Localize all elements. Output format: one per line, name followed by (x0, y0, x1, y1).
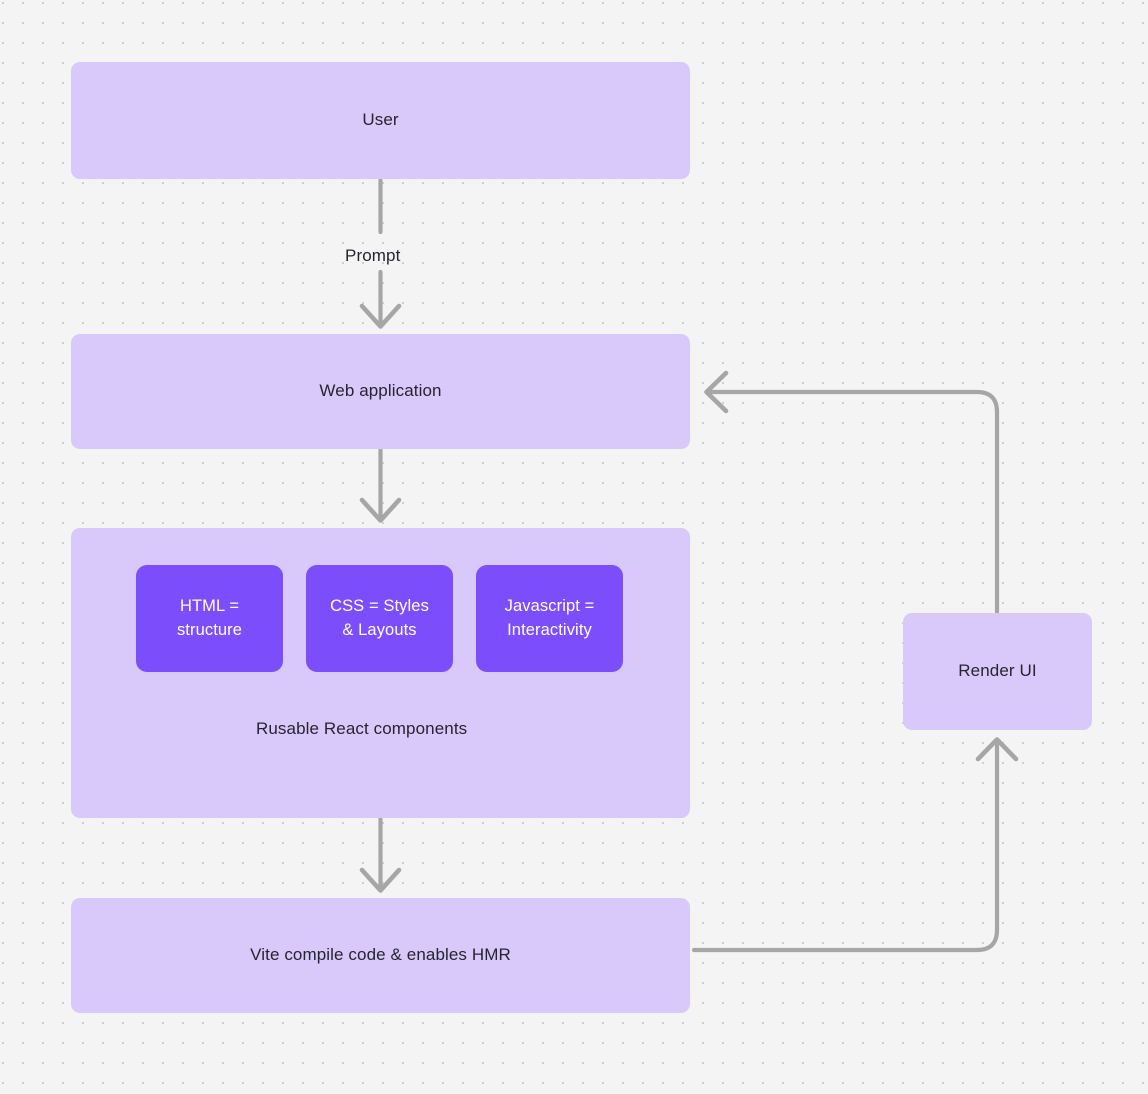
node-css-label: CSS = Styles & Layouts (330, 595, 429, 642)
node-user-label: User (362, 110, 399, 130)
node-web-application[interactable]: Web application (71, 334, 690, 449)
node-css-label-line1: CSS = Styles (330, 597, 429, 616)
node-components-group-label: Rusable React components (256, 719, 468, 738)
node-javascript-label-line1: Javascript = (504, 597, 595, 616)
node-web-application-label: Web application (319, 381, 442, 401)
edge-vite-to-render (691, 737, 1019, 953)
node-javascript-label: Javascript = Interactivity (505, 595, 595, 642)
node-css[interactable]: CSS = Styles & Layouts (306, 565, 453, 672)
node-html-label-line1: HTML = (179, 597, 240, 616)
node-vite[interactable]: Vite compile code & enables HMR (71, 898, 690, 1013)
edge-webapp-to-components (359, 447, 402, 523)
edge-label-prompt: Prompt (345, 246, 401, 265)
node-javascript-label-line2: Interactivity (507, 620, 592, 639)
node-html-label-line2: structure (176, 620, 243, 639)
edge-user-to-webapp-lower (359, 269, 402, 329)
node-vite-label: Vite compile code & enables HMR (250, 945, 511, 965)
node-render-ui-label: Render UI (958, 661, 1037, 681)
edge-components-to-vite (359, 816, 402, 893)
node-user[interactable]: User (71, 62, 690, 179)
node-html[interactable]: HTML = structure (136, 565, 283, 672)
edge-render-to-webapp (704, 370, 1000, 615)
node-render-ui[interactable]: Render UI (903, 613, 1092, 730)
node-javascript[interactable]: Javascript = Interactivity (476, 565, 623, 672)
node-html-label: HTML = structure (177, 595, 242, 642)
node-css-label-line2: & Layouts (342, 620, 417, 639)
